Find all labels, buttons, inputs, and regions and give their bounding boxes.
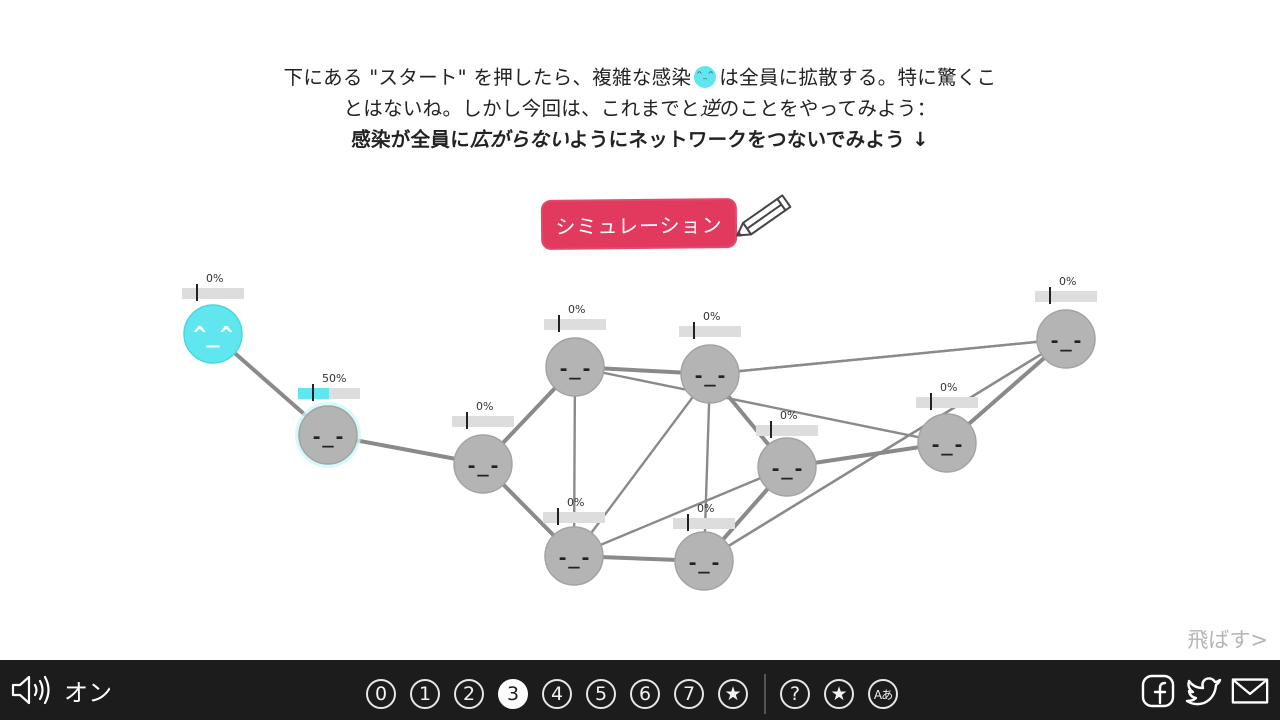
instructions-text: は全員に拡散する。特に驚くこ — [719, 66, 997, 89]
chapter-sandbox-button[interactable]: ★ — [718, 679, 748, 709]
network-edge[interactable] — [708, 337, 1068, 376]
credits-button[interactable]: ★ — [824, 679, 854, 709]
twitter-share-button[interactable] — [1184, 672, 1224, 710]
share-buttons — [1132, 672, 1270, 710]
node-body — [544, 526, 604, 586]
twitter-icon — [1185, 677, 1222, 706]
node-percent-label: 0% — [703, 310, 720, 323]
node-meter-track — [543, 512, 605, 523]
chapter-6-button[interactable]: 6 — [630, 679, 660, 709]
network-edge[interactable] — [572, 465, 789, 558]
network-edge[interactable] — [702, 337, 1068, 563]
chapter-0-button[interactable]: 0 — [366, 679, 396, 709]
instructions-emphasis: 逆 — [699, 97, 720, 120]
instructions-text: のことをやってみよう： — [719, 97, 937, 120]
node-meter-track — [1035, 291, 1097, 302]
node-face-icon: -_- — [770, 458, 804, 480]
infected-node[interactable]: ^_^ 0% — [182, 272, 244, 364]
node[interactable]: -_- 0% — [756, 409, 818, 497]
email-share-button[interactable] — [1230, 672, 1270, 710]
node[interactable]: -_- 0% — [1035, 275, 1097, 369]
node-meter-track — [182, 288, 244, 299]
nav-divider — [764, 674, 766, 714]
email-icon — [1231, 678, 1269, 704]
chapter-1-button[interactable]: 1 — [410, 679, 440, 709]
node-meter-track — [679, 326, 741, 337]
node-percent-label: 0% — [476, 400, 493, 413]
node[interactable]: -_- 0% — [452, 400, 514, 494]
facebook-share-button[interactable] — [1138, 672, 1178, 710]
node-face-icon: -_- — [311, 426, 345, 448]
node-percent-label: 0% — [697, 502, 714, 515]
node-percent-label: 50% — [322, 372, 346, 385]
node-body — [680, 344, 740, 404]
node-face-icon: -_- — [687, 552, 721, 574]
pencil-icon[interactable] — [730, 192, 798, 244]
instructions-text: 感染が全員に — [351, 128, 471, 151]
nodes-layer: ^_^ 0% -_- 50% -_- 0% -_- 0% -_- 0% -_- 0% -_- 0% -_- 0… — [182, 272, 1097, 591]
node-meter-track — [756, 425, 818, 436]
language-button[interactable]: Aあ — [868, 679, 898, 709]
instructions-line-1: 下にある "スタート" を押したら、複雑な感染 は全員に拡散する。特に驚くこ — [0, 62, 1280, 93]
node[interactable]: -_- 0% — [679, 310, 741, 404]
infected-face-icon — [694, 66, 717, 88]
instructions-text: 下にある "スタート" を押したら、複雑な感染 — [283, 66, 692, 89]
sound-label: オン — [64, 678, 112, 707]
chapter-3-button[interactable]: 3 — [498, 679, 528, 709]
network-edge[interactable] — [708, 337, 1068, 376]
node-face-icon: ^_^ — [193, 323, 233, 348]
node-percent-label: 0% — [1059, 275, 1076, 288]
network-edge[interactable] — [702, 337, 1068, 563]
node-face-icon: -_- — [930, 434, 964, 456]
facebook-icon — [1141, 674, 1175, 708]
node[interactable]: -_- 0% — [673, 502, 735, 591]
node[interactable]: -_- 0% — [543, 496, 605, 586]
node-body — [453, 434, 513, 494]
simulation-button[interactable]: シミュレーション — [540, 197, 738, 251]
skip-link[interactable]: 飛ばす> — [1187, 628, 1268, 652]
help-button[interactable]: ? — [780, 679, 810, 709]
node-percent-label: 0% — [780, 409, 797, 422]
node-body — [298, 405, 358, 465]
instructions-emphasis: 広がらない — [470, 128, 570, 151]
instructions-text: ようにネットワークをつないでみよう ↓ — [569, 128, 929, 151]
chapter-2-button[interactable]: 2 — [454, 679, 484, 709]
node-meter-track — [673, 518, 735, 529]
node-body — [183, 304, 243, 364]
node-percent-label: 0% — [568, 303, 585, 316]
sound-toggle[interactable]: オン — [10, 672, 112, 708]
node-meter-track — [544, 319, 606, 330]
instructions-line-3: 感染が全員に広がらないようにネットワークをつないでみよう ↓ — [0, 124, 1280, 155]
chapter-7-button[interactable]: 7 — [674, 679, 704, 709]
node-meter-track — [452, 416, 514, 427]
node-face-icon: -_- — [693, 365, 727, 387]
node[interactable]: -_- 0% — [916, 381, 978, 473]
instructions-text: とはないね。しかし今回は、これまでと — [343, 97, 700, 120]
node-face-icon: -_- — [557, 547, 591, 569]
node-meter-track — [916, 397, 978, 408]
node-percent-label: 0% — [940, 381, 957, 394]
node-body — [545, 337, 605, 397]
node-face-icon: -_- — [558, 358, 592, 380]
node-percent-label: 0% — [567, 496, 584, 509]
chapter-4-button[interactable]: 4 — [542, 679, 572, 709]
node[interactable]: -_- 0% — [544, 303, 606, 397]
node-body — [1036, 309, 1096, 369]
node-percent-label: 0% — [206, 272, 223, 285]
node[interactable]: -_- 50% — [295, 372, 361, 468]
speaker-icon — [11, 675, 50, 705]
node-face-icon: -_- — [466, 455, 500, 477]
instructions: 下にある "スタート" を押したら、複雑な感染 は全員に拡散する。特に驚くこ とは… — [0, 62, 1280, 155]
node-face-icon: -_- — [1049, 330, 1083, 352]
chapter-5-button[interactable]: 5 — [586, 679, 616, 709]
instructions-line-2: とはないね。しかし今回は、これまでと逆のことをやってみよう： — [0, 93, 1280, 124]
node-body — [674, 531, 734, 591]
node-body — [917, 413, 977, 473]
node-body — [757, 437, 817, 497]
